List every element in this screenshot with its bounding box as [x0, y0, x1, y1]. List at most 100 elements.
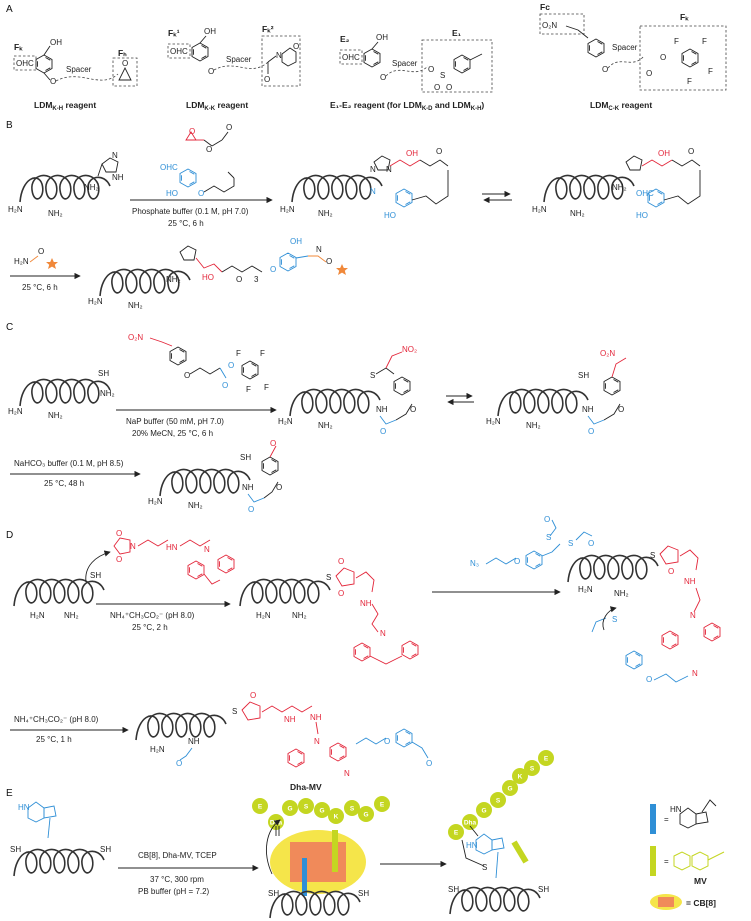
- legend-mv-swatch: [650, 846, 656, 876]
- s-label: S: [326, 573, 331, 582]
- trp-bar: [302, 858, 307, 896]
- f-label-4: F: [687, 77, 692, 86]
- conditions-e-line3: PB buffer (pH = 7.2): [138, 887, 210, 896]
- carbonyl-o-label: O: [588, 427, 594, 436]
- dha-mv-residue-3: S: [304, 804, 309, 811]
- conditions-d1-line1: NH₄⁺CH₃CO₂⁻ (pH 8.0): [110, 611, 195, 620]
- nh2-label-2: NH₂: [166, 275, 181, 284]
- amide-nh-2: NH: [310, 713, 322, 722]
- h2n-label: H₂N: [150, 745, 165, 754]
- ohc-label: OHC: [170, 47, 188, 56]
- aldehyde-o-label: O: [270, 439, 276, 448]
- h2n-label: H₂N: [532, 205, 547, 214]
- e1-label: E₁: [452, 28, 462, 38]
- azide-n3-label: N₃: [470, 559, 479, 568]
- attack-arrow-d: [85, 550, 111, 583]
- nh2-label: NH₂: [48, 209, 63, 218]
- h2n-label: H₂N: [486, 417, 501, 426]
- panel-d: D H₂N NH₂ SH O O N HN N NH₄⁺CH₃CO₂⁻ (pH …: [6, 515, 721, 778]
- conditions-c1-line2: 20% MeCN, 25 °C, 6 h: [132, 429, 213, 438]
- mv-bar: [332, 830, 338, 872]
- ether-o-label: O: [514, 557, 520, 566]
- legend-trp-hn: HN: [670, 805, 682, 814]
- dha-mv-bead-5: [328, 808, 344, 824]
- h2n-label: H₂N: [88, 297, 103, 306]
- ether-o-label: O: [184, 371, 190, 380]
- sh-label-1: SH: [448, 885, 459, 894]
- f-label-2: F: [702, 37, 707, 46]
- amide-hn-label: HN: [166, 543, 178, 552]
- ether-o-label: O: [646, 675, 652, 684]
- acetyl-o-label: O: [176, 759, 182, 768]
- conditions-b2: 25 °C, 6 h: [22, 283, 58, 292]
- carbonyl-o-label: O: [264, 75, 270, 84]
- oh-label: OH: [50, 38, 62, 47]
- epoxide-o-label: O: [122, 59, 128, 68]
- ohc-label: OHC: [636, 189, 654, 198]
- reagent-ldm-kk-title: LDMK-K reagent: [186, 100, 248, 112]
- carbonyl-o-label: O: [688, 147, 694, 156]
- h2n-label: H₂N: [148, 497, 163, 506]
- conditions-d2-line2: 25 °C, 1 h: [36, 735, 72, 744]
- carbonyl-o-label: O: [226, 123, 232, 132]
- ester-o-label: O: [228, 361, 234, 370]
- maleimide-o-label-2: O: [116, 555, 122, 564]
- product-bead-0: [448, 824, 464, 840]
- reagent-ldm-kk: OH OHC Fₖ¹ O Spacer Fₖ² O N O LDMK-K rea…: [167, 24, 301, 112]
- reagent-e1-e2: OH OHC E₂ O Spacer E₁ O S O O E₁-E₂ reag…: [330, 28, 493, 112]
- oxime-o-label: O: [326, 257, 332, 266]
- carbonyl-o-label: O: [380, 427, 386, 436]
- nh2-label: NH₂: [614, 589, 629, 598]
- o-label: O: [50, 77, 56, 86]
- h2n-label: H₂N: [578, 585, 593, 594]
- h2n-label: H₂N: [30, 611, 45, 620]
- succinimide-o: O: [250, 691, 256, 700]
- product-residue-0: E: [454, 830, 459, 837]
- fc-label: Fᴄ: [540, 2, 550, 12]
- oh-label: OH: [204, 27, 216, 36]
- o-label: O: [208, 67, 214, 76]
- aldehyde-o-label: O: [426, 759, 432, 768]
- nh2-label: NH₂: [48, 411, 63, 420]
- dha-mv-title: Dha-MV: [290, 782, 322, 792]
- nh2-label: NH₂: [128, 301, 143, 310]
- morpholine-o-label: O: [293, 42, 299, 51]
- panel-letter-c: C: [6, 322, 13, 333]
- fk2-label: Fₖ²: [262, 24, 274, 34]
- product-bead-2: [476, 802, 492, 818]
- conditions-d1-line2: 25 °C, 2 h: [132, 623, 168, 632]
- o2n-label: O₂N: [600, 349, 615, 358]
- ester-o-label: O: [660, 53, 666, 62]
- dha-mv-residue-0: E: [258, 804, 263, 811]
- conditions-c2-line1: NaHCO₃ buffer (0.1 M, pH 8.5): [14, 459, 124, 468]
- product-residue-7: E: [544, 756, 549, 763]
- sh-label: SH: [90, 571, 101, 580]
- dha-mv-bead-8: [374, 796, 390, 812]
- azide-dithioacetal-reagent: N₃ O S S O O: [470, 515, 594, 570]
- ester-o-label: O: [236, 275, 242, 284]
- panel-b: B H₂N NH₂ NH₂ NH N O O O OHC HO O Phosph…: [6, 120, 701, 310]
- dha-mv-bead-2: [282, 800, 298, 816]
- spacer-label: Spacer: [392, 59, 418, 68]
- imine-n-label: N: [370, 187, 376, 196]
- nh2-label: NH₂: [64, 611, 79, 620]
- imidazole-n-label: N: [112, 151, 118, 160]
- oh-label: OH: [658, 149, 670, 158]
- carbonyl-o-label: O: [222, 381, 228, 390]
- dha-mv-residue-2: G: [287, 806, 292, 813]
- nh2-label-2: NH₂: [100, 389, 115, 398]
- nh2-label: NH₂: [292, 611, 307, 620]
- ohc-label: OHC: [160, 163, 178, 172]
- legend-mv-label: MV: [694, 876, 707, 886]
- product-bead-4: [502, 780, 518, 796]
- subscript-3-label: 3: [254, 275, 259, 284]
- ether-o-label: O: [618, 405, 624, 414]
- legend-trp-eq: =: [664, 815, 669, 824]
- attack-arrow-d2: [602, 606, 617, 631]
- o-label: O: [602, 65, 608, 74]
- product-bead-7: [538, 750, 554, 766]
- ldm-ck-reagent-structure: O₂N O O O F F F F: [128, 333, 269, 394]
- product-residue-2: G: [481, 808, 486, 815]
